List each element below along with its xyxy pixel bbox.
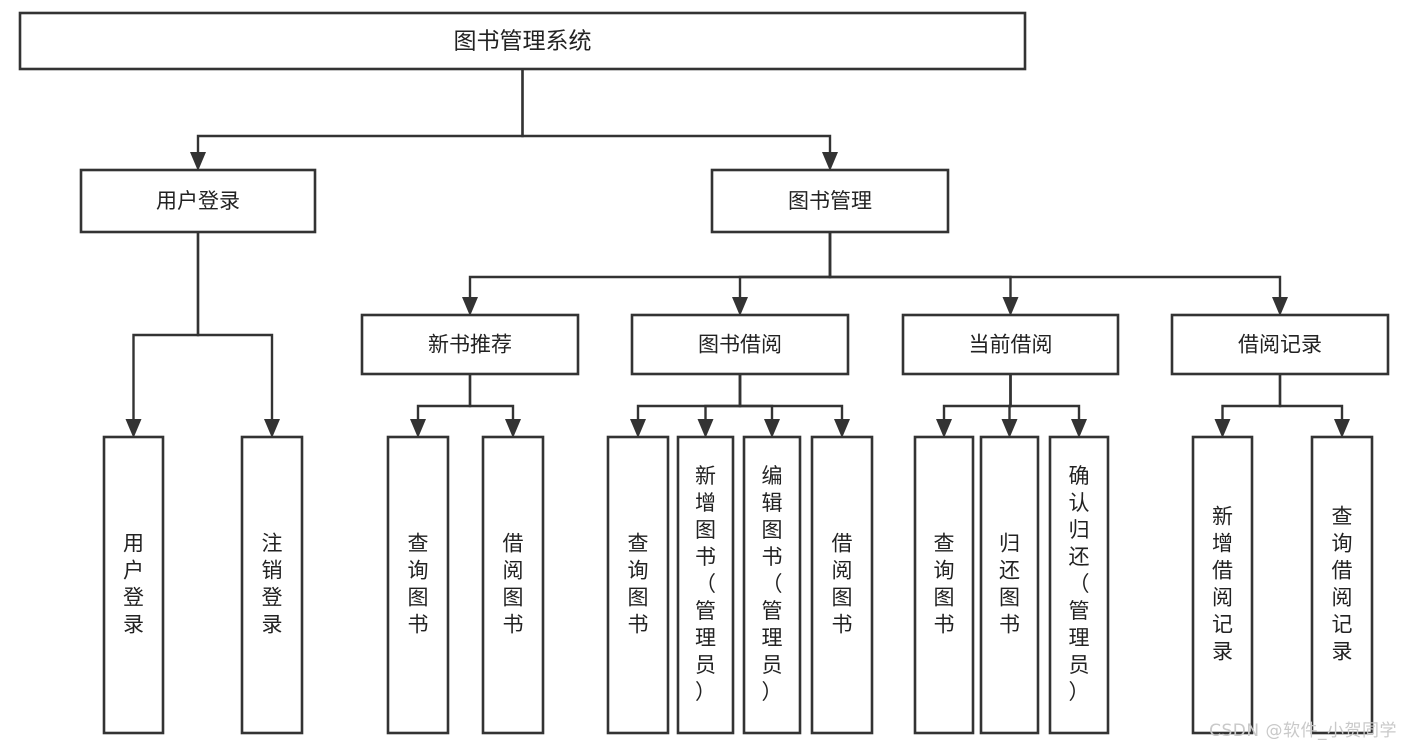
node-box	[979, 435, 1040, 735]
node-l2_2[interactable]: 当前借阅	[901, 313, 1120, 376]
node-leaf_8[interactable]: 查询图书	[913, 435, 975, 735]
node-leaf_1[interactable]: 注销登录	[240, 435, 304, 735]
edge-l1_1-to-l2_2	[828, 232, 1019, 316]
node-label: 查询借阅记录	[1332, 505, 1353, 664]
edge-l1_0-to-leaf_1	[196, 232, 280, 438]
node-box	[1191, 435, 1254, 735]
node-box	[742, 435, 802, 735]
edges-layer	[125, 69, 1350, 438]
node-box	[79, 168, 317, 234]
node-box	[386, 435, 450, 735]
node-l2_0[interactable]: 新书推荐	[360, 313, 580, 376]
node-label: 用户登录	[156, 189, 240, 213]
node-label: 借阅记录	[1238, 333, 1322, 357]
edge-l1_1-to-l2_3	[828, 232, 1288, 316]
node-l2_1[interactable]: 图书借阅	[630, 313, 850, 376]
node-leaf_4[interactable]: 查询图书	[606, 435, 670, 735]
nodes-layer: 图书管理系统用户登录图书管理新书推荐图书借阅当前借阅借阅记录用户登录注销登录查询…	[18, 11, 1390, 735]
node-label: 借阅图书	[832, 532, 853, 637]
node-box	[810, 435, 874, 735]
edge-l2_3-to-leaf_12	[1278, 374, 1350, 438]
node-label: 归还图书	[999, 532, 1020, 637]
node-label: 查询图书	[408, 532, 429, 637]
edge-l1_1-to-l2_1	[732, 232, 832, 316]
node-leaf_10[interactable]: 确认归还（管理员）	[1048, 435, 1110, 735]
node-label: 图书管理系统	[454, 29, 592, 55]
edge-l2_1-to-leaf_7	[738, 374, 850, 438]
edge-l2_2-to-leaf_8	[936, 374, 1012, 438]
node-box	[18, 11, 1027, 71]
node-box	[710, 168, 950, 234]
node-leaf_6[interactable]: 编辑图书（管理员）	[742, 435, 802, 735]
node-leaf_0[interactable]: 用户登录	[102, 435, 165, 735]
node-box	[1048, 435, 1110, 735]
node-leaf_2[interactable]: 查询图书	[386, 435, 450, 735]
node-root[interactable]: 图书管理系统	[18, 11, 1027, 71]
edge-root-to-l1_0	[190, 69, 524, 171]
node-box	[102, 435, 165, 735]
node-label: 注销登录	[262, 532, 283, 637]
node-box	[1310, 435, 1374, 735]
node-box	[1170, 313, 1390, 376]
node-label: 编辑图书（管理员）	[762, 464, 783, 704]
edge-l1_0-to-leaf_0	[125, 232, 200, 438]
node-box	[481, 435, 545, 735]
edge-l2_2-to-leaf_10	[1009, 374, 1087, 438]
node-leaf_11[interactable]: 新增借阅记录	[1191, 435, 1254, 735]
node-l2_3[interactable]: 借阅记录	[1170, 313, 1390, 376]
node-label: 图书管理	[788, 189, 872, 213]
edge-l2_0-to-leaf_2	[410, 374, 472, 438]
node-box	[630, 313, 850, 376]
node-l1_0[interactable]: 用户登录	[79, 168, 317, 234]
node-box	[240, 435, 304, 735]
node-label: 当前借阅	[969, 333, 1053, 357]
node-label: 确认归还（管理员）	[1069, 464, 1090, 704]
node-leaf_3[interactable]: 借阅图书	[481, 435, 545, 735]
node-label: 新增图书（管理员）	[695, 464, 716, 704]
node-leaf_12[interactable]: 查询借阅记录	[1310, 435, 1374, 735]
node-label: 新增借阅记录	[1212, 505, 1233, 664]
node-box	[360, 313, 580, 376]
node-label: 借阅图书	[503, 532, 524, 637]
node-box	[913, 435, 975, 735]
node-leaf_5[interactable]: 新增图书（管理员）	[676, 435, 735, 735]
node-box	[901, 313, 1120, 376]
node-box	[676, 435, 735, 735]
edge-l1_1-to-l2_0	[462, 232, 832, 316]
edge-l2_3-to-leaf_11	[1214, 374, 1282, 438]
node-l1_1[interactable]: 图书管理	[710, 168, 950, 234]
edge-root-to-l1_1	[521, 69, 838, 171]
edge-l2_0-to-leaf_3	[468, 374, 521, 438]
node-label: 图书借阅	[698, 333, 782, 357]
node-label: 查询图书	[628, 532, 649, 637]
watermark-text: CSDN @软件_小贺同学	[1209, 721, 1397, 741]
node-label: 新书推荐	[428, 333, 512, 357]
node-leaf_7[interactable]: 借阅图书	[810, 435, 874, 735]
node-leaf_9[interactable]: 归还图书	[979, 435, 1040, 735]
node-label: 用户登录	[123, 532, 144, 637]
node-box	[606, 435, 670, 735]
node-label: 查询图书	[934, 532, 955, 637]
